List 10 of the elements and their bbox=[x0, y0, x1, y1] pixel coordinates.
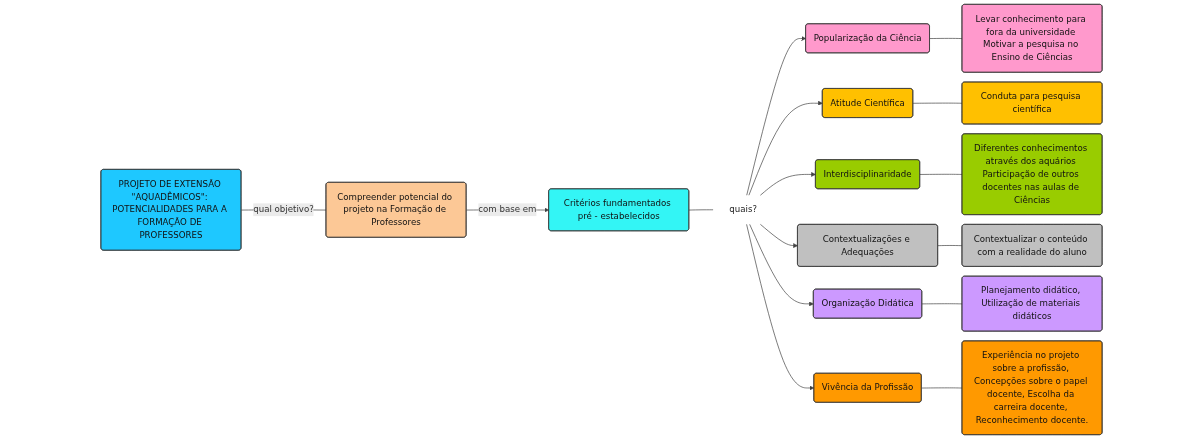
connector bbox=[937, 245, 963, 246]
edge-label: qual objetivo? bbox=[253, 204, 314, 215]
connector bbox=[921, 303, 963, 305]
connector bbox=[919, 173, 963, 175]
connector bbox=[921, 387, 963, 389]
edge-label: com base em bbox=[478, 204, 537, 215]
connector bbox=[688, 209, 714, 211]
connector bbox=[929, 38, 963, 39]
connector bbox=[912, 102, 963, 104]
node-text: quais? bbox=[729, 204, 757, 215]
